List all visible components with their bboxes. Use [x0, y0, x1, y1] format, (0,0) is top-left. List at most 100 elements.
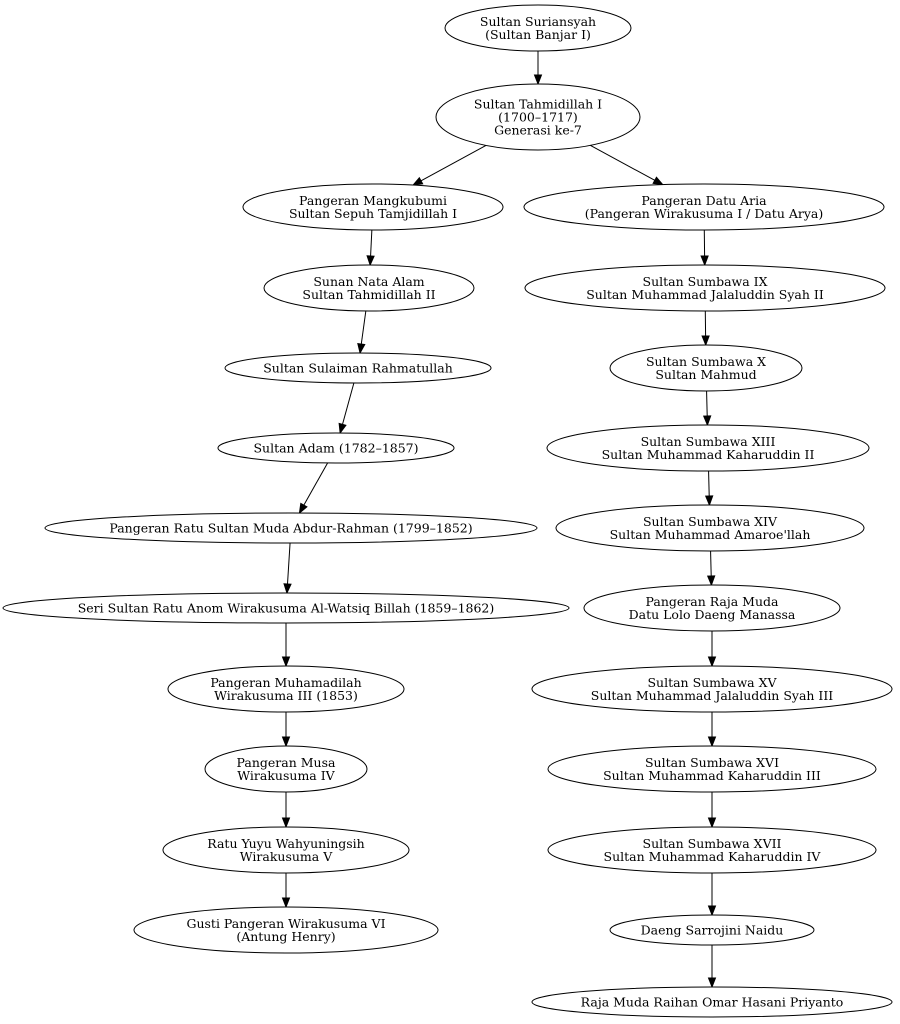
- node-label: Sultan Sepuh Tamjidillah I: [289, 206, 457, 221]
- node-label: Sultan Muhammad Kaharuddin II: [602, 447, 815, 462]
- node-label: Sultan Muhammad Kaharuddin III: [603, 768, 821, 783]
- node-label: Sultan Sumbawa XIII: [641, 434, 776, 449]
- edge-al-watsiq-to-muhamadilah: [281, 623, 291, 668]
- node-label: Sultan Sulaiman Rahmatullah: [263, 361, 453, 376]
- edge-yuyu-to-wirakusuma-6: [281, 873, 291, 909]
- edge-line: [710, 550, 712, 577]
- node-label: Generasi ke-7: [494, 123, 582, 138]
- node-label: Wirakusuma V: [240, 849, 333, 864]
- node-label: (1700–1717): [498, 110, 578, 125]
- node-label: Wirakusuma IV: [237, 768, 335, 783]
- arrow-head: [706, 575, 716, 587]
- node-label: Sultan Muhammad Amaroe'llah: [610, 527, 811, 542]
- arrow-head: [411, 176, 424, 186]
- arrow-head: [281, 897, 291, 909]
- node-label: Sultan Sumbawa XV: [647, 675, 777, 690]
- node-label: Sultan Mahmud: [655, 367, 756, 382]
- node-ellipse: [204, 745, 368, 793]
- nodes-layer: Sultan Suriansyah(Sultan Banjar I)Sultan…: [2, 4, 893, 1018]
- node-label: Sultan Muhammad Jalaluddin Syah II: [586, 287, 824, 302]
- edge-sumbawa-17-to-sarrojini: [707, 873, 717, 917]
- node-ellipse: [547, 745, 877, 793]
- node-label: Pangeran Datu Aria: [641, 193, 767, 208]
- node-label: (Antung Henry): [236, 929, 335, 944]
- node-label: Wirakusuma III (1853): [214, 688, 358, 703]
- node-label: Sultan Suriansyah: [480, 14, 596, 29]
- arrow-head: [707, 905, 717, 917]
- node-label: Pangeran Mangkubumi: [299, 193, 447, 208]
- arrow-head: [366, 255, 375, 267]
- edge-sumbawa-9-to-sumbawa-10: [701, 310, 710, 347]
- node-ellipse: [224, 352, 492, 384]
- edge-adam-to-abdur-rahman: [298, 462, 329, 515]
- edge-line: [303, 462, 329, 506]
- node-ellipse: [444, 4, 632, 52]
- node-label: Pangeran Raja Muda: [646, 594, 780, 609]
- edge-musa-to-yuyu: [281, 792, 291, 829]
- node-ellipse: [531, 665, 893, 713]
- node-datu-aria: Pangeran Datu Aria(Pangeran Wirakusuma I…: [523, 183, 885, 231]
- node-label: (Pangeran Wirakusuma I / Datu Arya): [585, 206, 824, 221]
- edge-nata-alam-to-sulaiman: [357, 310, 367, 355]
- node-label: Sunan Nata Alam: [313, 274, 424, 289]
- arrow-head: [704, 495, 714, 507]
- node-ellipse: [531, 986, 893, 1018]
- node-ellipse: [133, 906, 439, 954]
- node-label: Sultan Adam (1782–1857): [253, 441, 418, 456]
- node-adam: Sultan Adam (1782–1857): [217, 432, 455, 464]
- node-abdur-rahman: Pangeran Ratu Sultan Muda Abdur-Rahman (…: [44, 512, 538, 544]
- node-label: (Sultan Banjar I): [485, 27, 591, 42]
- node-ellipse: [217, 432, 455, 464]
- node-label: Datu Lolo Daeng Manassa: [629, 607, 796, 622]
- edge-sarrojini-to-raihan: [707, 945, 717, 989]
- node-label: Sultan Muhammad Jalaluddin Syah III: [591, 688, 834, 703]
- arrow-head: [700, 255, 709, 267]
- node-sulaiman: Sultan Sulaiman Rahmatullah: [224, 352, 492, 384]
- arrow-head: [707, 736, 717, 748]
- node-label: Sultan Sumbawa XIV: [643, 514, 778, 529]
- edge-line: [360, 310, 367, 345]
- node-label: Gusti Pangeran Wirakusuma VI: [186, 916, 385, 931]
- node-label: Ratu Yuyu Wahyuningsih: [207, 836, 364, 851]
- edge-line: [286, 542, 291, 585]
- edges-layer: [281, 51, 717, 989]
- edge-sumbawa-15-to-sumbawa-16: [707, 712, 717, 748]
- edge-sumbawa-13-to-sumbawa-14: [704, 470, 714, 507]
- node-wirakusuma-6: Gusti Pangeran Wirakusuma VI(Antung Henr…: [133, 906, 439, 954]
- node-ellipse: [524, 264, 886, 312]
- node-label: Daeng Sarrojini Naidu: [641, 923, 784, 938]
- node-label: Sultan Sumbawa IX: [643, 274, 768, 289]
- node-al-watsiq: Seri Sultan Ratu Anom Wirakusuma Al-Wats…: [2, 592, 570, 624]
- node-label: Sultan Muhammad Kaharuddin IV: [604, 849, 822, 864]
- edge-line: [420, 144, 487, 182]
- arrow-head: [281, 817, 291, 829]
- node-label: Seri Sultan Ratu Anom Wirakusuma Al-Wats…: [78, 601, 495, 616]
- arrow-head: [338, 422, 347, 435]
- node-ellipse: [162, 826, 410, 874]
- edge-line: [590, 144, 656, 181]
- node-suriansyah: Sultan Suriansyah(Sultan Banjar I): [444, 4, 632, 52]
- edge-suriansyah-to-tahmidillah1: [533, 51, 543, 86]
- edge-raja-muda-to-sumbawa-15: [707, 631, 717, 668]
- node-ellipse: [2, 592, 570, 624]
- edge-line: [706, 390, 708, 417]
- node-tahmidillah1: Sultan Tahmidillah I(1700–1717)Generasi …: [435, 83, 641, 151]
- node-ellipse: [609, 914, 815, 946]
- arrow-head: [707, 977, 717, 989]
- node-ellipse: [583, 584, 841, 632]
- edge-line: [370, 229, 373, 257]
- arrow-head: [283, 583, 292, 595]
- arrow-head: [702, 415, 712, 427]
- edge-line: [708, 470, 710, 497]
- node-ellipse: [609, 344, 803, 392]
- node-ellipse: [167, 665, 405, 713]
- node-label: Sultan Sumbawa XVI: [645, 755, 779, 770]
- node-ellipse: [546, 424, 870, 472]
